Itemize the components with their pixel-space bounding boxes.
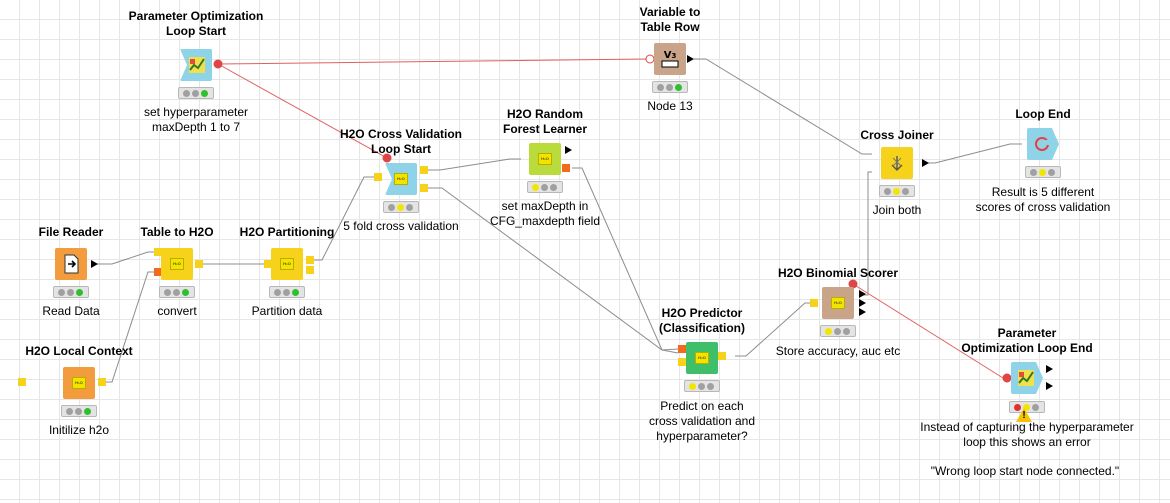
connection-cv-to-rf-learner[interactable] — [427, 158, 521, 171]
node-annotation: Instead of capturing the hyperparameter … — [920, 420, 1134, 449]
connection-variable-row-to-cross-joiner[interactable] — [694, 58, 872, 155]
loop-end-icon[interactable] — [1027, 128, 1059, 160]
node-annotation: Store accuracy, auc etc — [775, 344, 901, 358]
output-port[interactable] — [922, 159, 929, 167]
node-title: Variable to Table Row — [639, 5, 701, 34]
h2o-icon[interactable]: H₂O — [529, 143, 561, 175]
node-title: H2O Random Forest Learner — [502, 107, 588, 136]
node-title: H2O Predictor (Classification) — [658, 306, 745, 335]
node-annotation: Partition data — [251, 304, 323, 318]
node-annotation: Initilize h2o — [48, 423, 110, 437]
h2o-icon[interactable]: H₂O — [385, 163, 417, 195]
h2o-icon[interactable]: H₂O — [63, 367, 95, 399]
flow-variable-port[interactable] — [213, 59, 223, 69]
output-port[interactable] — [1046, 382, 1053, 390]
input-port[interactable] — [154, 248, 162, 256]
flow-variable-port[interactable] — [1002, 373, 1012, 383]
node-title: Loop End — [1015, 107, 1071, 121]
node-annotation: 5 fold cross validation — [343, 219, 459, 233]
input-port[interactable] — [678, 358, 686, 366]
node-status-lights — [159, 286, 195, 298]
node-status-lights — [684, 380, 720, 392]
output-port[interactable] — [565, 146, 572, 154]
output-port[interactable] — [420, 184, 428, 192]
node-annotation: set maxDepth in CFG_maxdepth field — [489, 199, 601, 228]
h2o-icon[interactable]: H₂O — [822, 287, 854, 319]
h2o-icon[interactable]: H₂O — [686, 342, 718, 374]
connection-cross-joiner-to-loop-end[interactable] — [922, 143, 1022, 164]
node-title: Parameter Optimization Loop End — [961, 326, 1093, 355]
connection-scorer-to-cross-joiner[interactable] — [862, 171, 872, 296]
node-status-lights — [383, 201, 419, 213]
node-status-lights — [527, 181, 563, 193]
flow-variable-port[interactable] — [645, 54, 655, 64]
node-title: File Reader — [38, 225, 104, 239]
h2o-icon[interactable]: H₂O — [271, 248, 303, 280]
connection-file-reader-to-table-to-h2o[interactable] — [95, 251, 158, 265]
output-port[interactable] — [306, 256, 314, 264]
connection-partitioning-to-cv-loop-start[interactable] — [312, 176, 375, 261]
output-port[interactable] — [98, 378, 106, 386]
node-title: H2O Local Context — [25, 344, 133, 358]
input-port[interactable] — [374, 173, 382, 181]
output-port[interactable] — [91, 260, 98, 268]
node-annotation: Read Data — [42, 304, 100, 318]
node-status-lights: ! — [1009, 401, 1045, 422]
node-status-lights — [820, 325, 856, 337]
flow-variable-param-start-to-cv-start[interactable] — [217, 63, 388, 159]
flow-variable-port[interactable] — [382, 153, 392, 163]
decorative-port[interactable] — [18, 378, 26, 386]
node-title: Table to H2O — [140, 225, 214, 239]
node-status-lights — [1025, 166, 1061, 178]
node-annotation: convert — [157, 304, 197, 318]
output-port[interactable] — [718, 352, 726, 360]
node-status-lights — [178, 87, 214, 99]
node-status-lights — [53, 286, 89, 298]
error-message-note: "Wrong loop start node connected." — [930, 464, 1120, 478]
node-title: H2O Cross Validation Loop Start — [339, 127, 463, 156]
output-port[interactable] — [562, 164, 570, 172]
connection-cv-to-predictor[interactable] — [427, 187, 679, 354]
flow-variable-param-start-to-variable-row[interactable] — [217, 58, 651, 65]
output-port[interactable] — [859, 290, 866, 298]
node-title: H2O Binomial Scorer — [777, 266, 899, 280]
node-annotation: Join both — [872, 203, 922, 217]
output-port[interactable] — [306, 266, 314, 274]
h2o-icon[interactable]: H₂O — [161, 248, 193, 280]
node-annotation: set hyperparameter maxDepth 1 to 7 — [143, 105, 249, 134]
input-port[interactable] — [154, 268, 162, 276]
input-port[interactable] — [810, 299, 818, 307]
svg-text:V3: V3 — [664, 50, 677, 61]
input-port[interactable] — [678, 345, 686, 353]
node-status-lights — [652, 81, 688, 93]
node-title: H2O Partitioning — [239, 225, 335, 239]
output-port[interactable] — [859, 308, 866, 316]
flow-variable-scorer-to-param-end[interactable] — [852, 283, 1004, 379]
node-status-lights — [879, 185, 915, 197]
node-annotation: Predict on each cross validation and hyp… — [648, 399, 756, 443]
output-port[interactable] — [195, 260, 203, 268]
cross-join-icon[interactable] — [881, 147, 913, 179]
output-port[interactable] — [1046, 365, 1053, 373]
output-port[interactable] — [420, 166, 428, 174]
node-annotation: Result is 5 different scores of cross va… — [975, 185, 1111, 214]
file-arrow-icon[interactable] — [55, 248, 87, 280]
node-annotation: Node 13 — [647, 99, 693, 113]
node-title: Parameter Optimization Loop Start — [128, 9, 264, 38]
node-status-lights — [61, 405, 97, 417]
connection-local-context-to-table-to-h2o[interactable] — [103, 271, 158, 383]
connection-rf-learner-to-predictor[interactable] — [572, 167, 679, 351]
output-port[interactable] — [687, 55, 694, 63]
output-port[interactable] — [859, 299, 866, 307]
node-status-lights — [269, 286, 305, 298]
node-title: Cross Joiner — [860, 128, 934, 142]
variable-table-icon[interactable]: V3 — [654, 43, 686, 75]
input-port[interactable] — [264, 260, 272, 268]
line-chart-icon[interactable] — [1011, 362, 1043, 394]
